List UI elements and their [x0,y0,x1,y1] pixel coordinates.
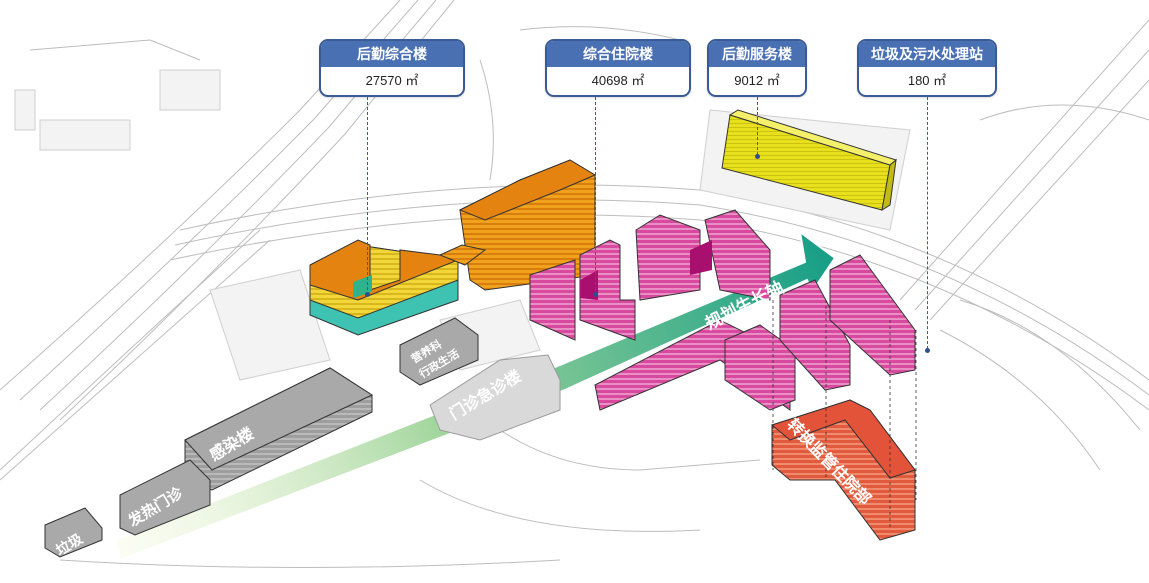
special-ward-building [770,399,916,541]
site-context [0,0,1149,568]
service-building [721,109,898,212]
anchor-dot-waste [925,348,930,353]
callout-service-building: 后勤服务楼 9012 ㎡ [707,39,807,97]
anchor-dot-inpatient [593,292,598,297]
projection-lines [772,300,917,530]
callout-area: 9012 ㎡ [734,73,780,88]
anchor-dot-logistics [365,292,370,297]
logistics-building [309,159,597,336]
leader-line-service [757,97,758,155]
callout-title: 综合住院楼 [547,41,689,67]
gray-buildings [44,317,561,558]
growth-axis-band [113,229,837,562]
callout-area: 180 ㎡ [907,73,947,88]
callout-waste-station: 垃圾及污水处理站 180 ㎡ [857,39,997,97]
anchor-dot-service [755,154,760,159]
callout-title: 后勤服务楼 [709,41,805,67]
callout-area: 40698 ㎡ [591,73,645,88]
callout-inpatient-building: 综合住院楼 40698 ㎡ [545,39,691,97]
callout-area: 27570 ㎡ [365,73,419,88]
callout-logistics-complex: 后勤综合楼 27570 ㎡ [319,39,465,97]
callout-title: 垃圾及污水处理站 [859,41,995,67]
leader-line-inpatient [595,97,596,295]
leader-line-waste [927,97,928,349]
callout-title: 后勤综合楼 [321,41,463,67]
leader-line-logistics [367,97,368,295]
